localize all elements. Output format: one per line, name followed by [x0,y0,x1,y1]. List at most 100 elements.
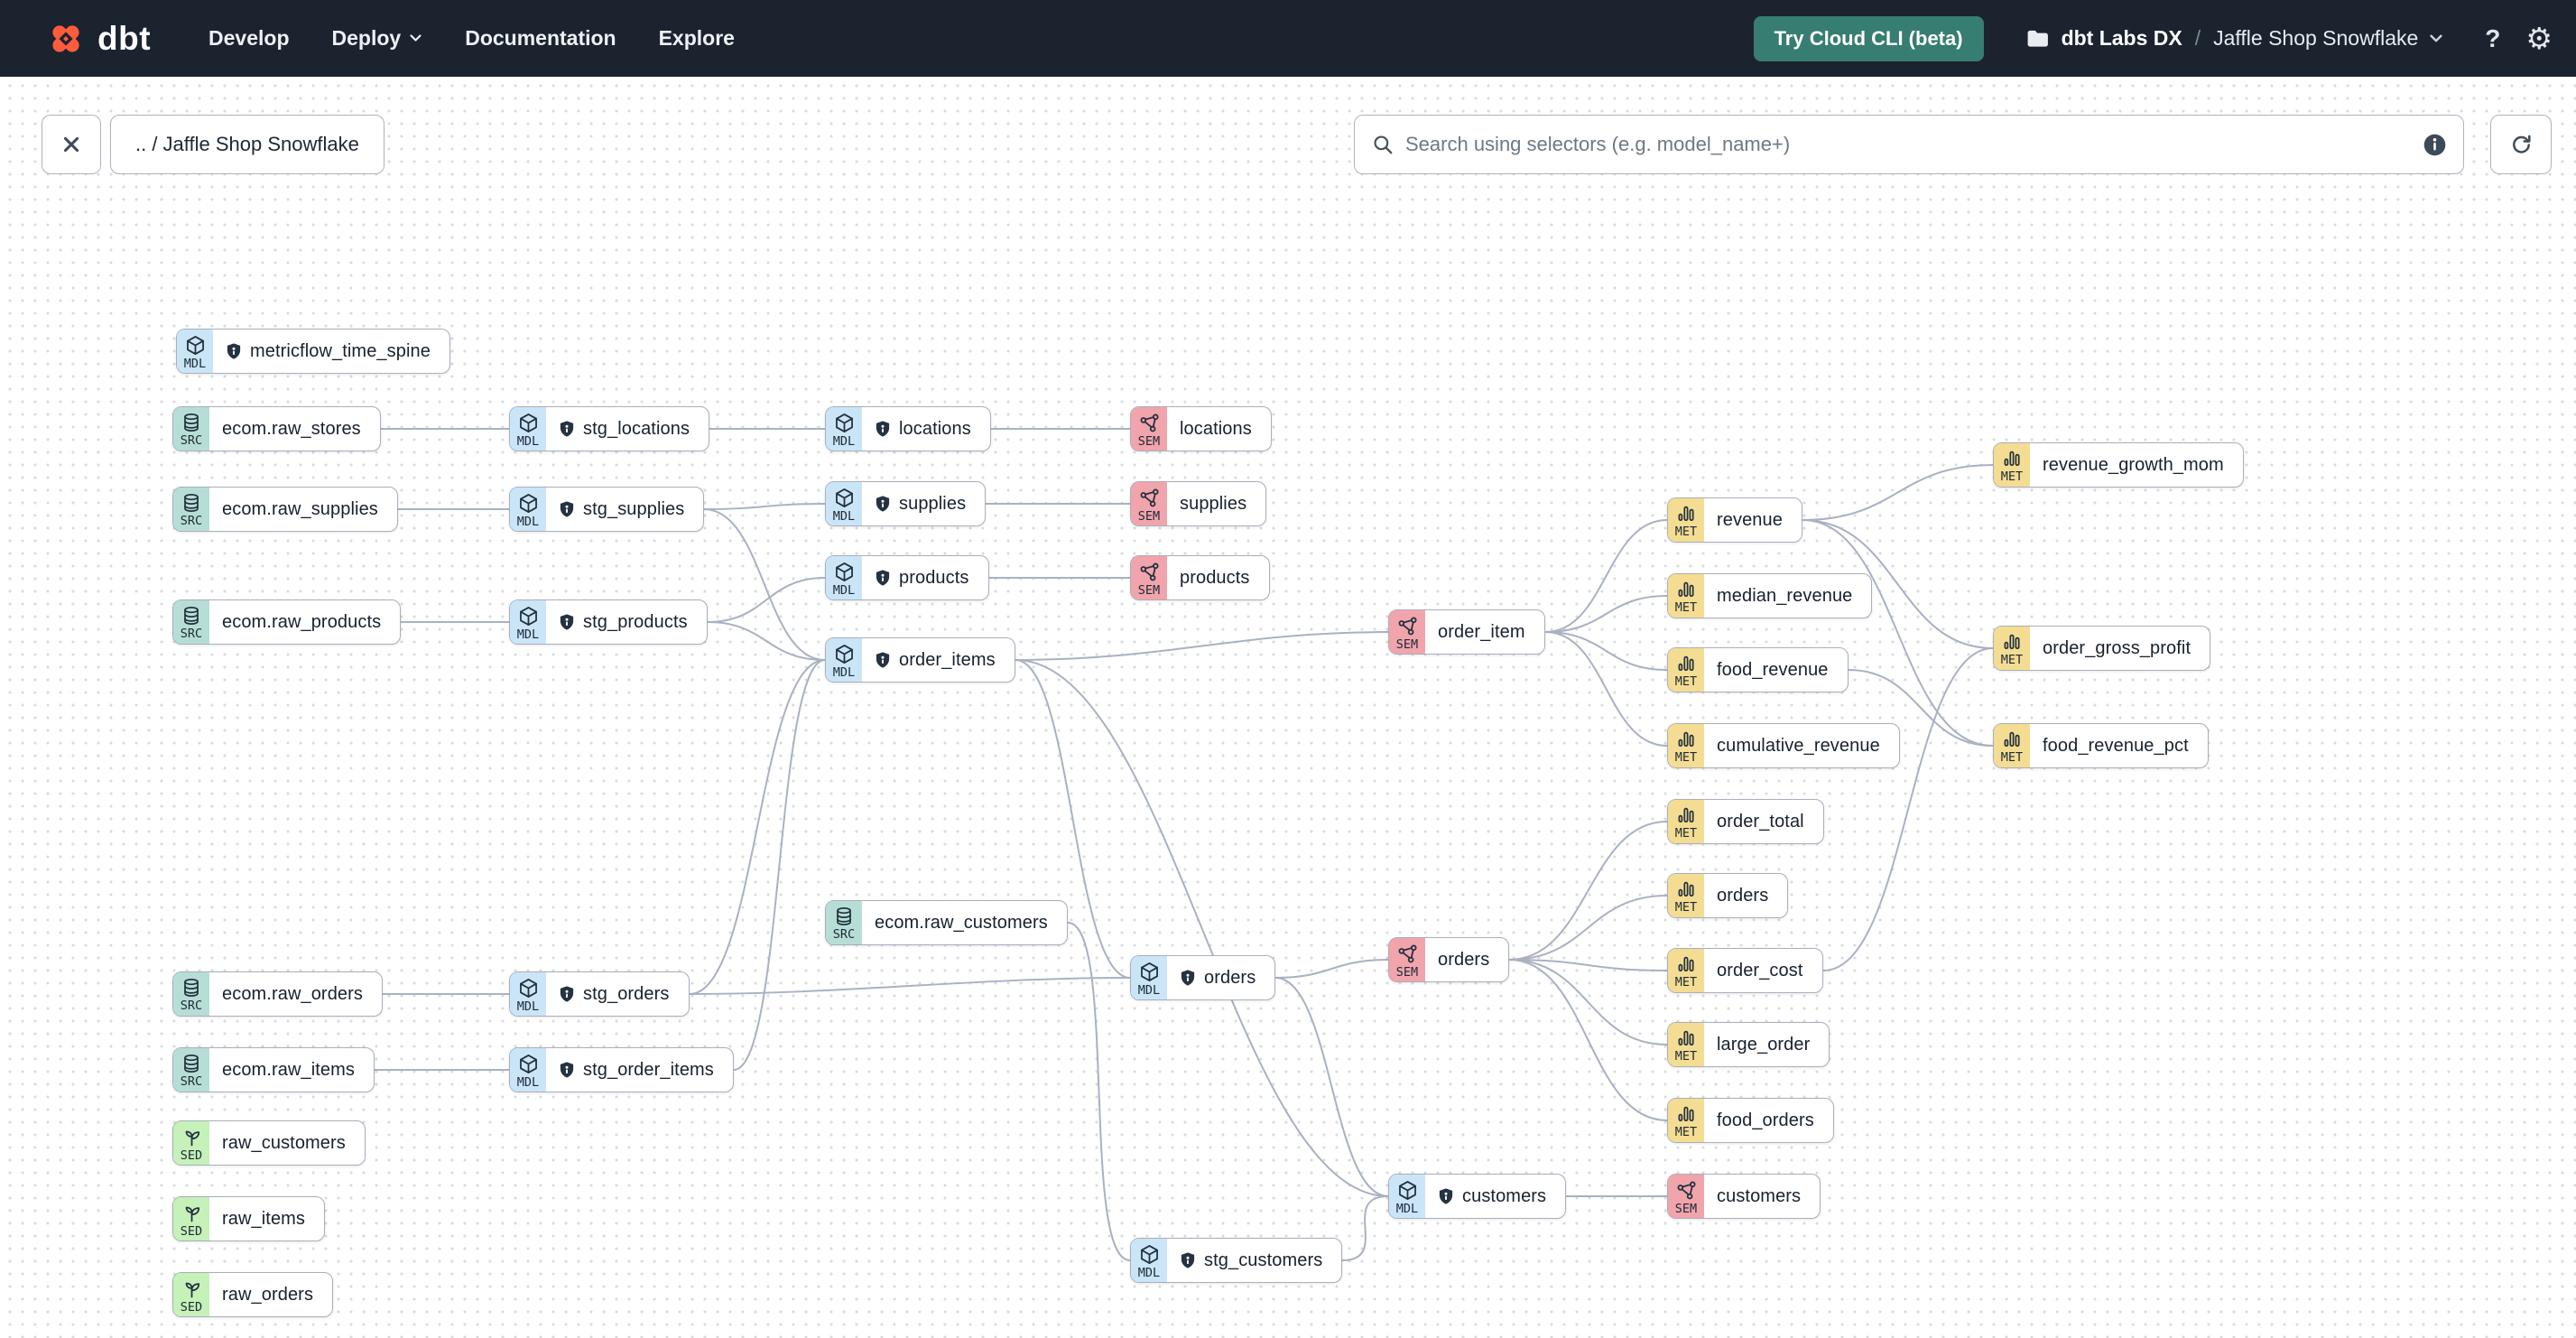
node-type-badge: MET [1668,1023,1704,1066]
search-input[interactable] [1405,133,2412,156]
lineage-node-orders_met[interactable]: MET orders [1667,873,1789,918]
nav-item-explore[interactable]: Explore [658,26,735,50]
lineage-edge-order_items-to-order_item_s [1015,631,1389,661]
node-label: revenue [1717,509,1783,530]
seedling-icon [181,1202,203,1224]
node-body: revenue_growth_mom [2030,443,2243,487]
shield-icon [559,613,575,631]
selector-search[interactable] [1354,115,2464,174]
node-type-badge: SRC [826,901,862,944]
node-body: ecom.raw_items [209,1048,374,1092]
nav-item-deploy[interactable]: Deploy [332,26,423,51]
node-body: order_cost [1704,949,1822,992]
node-body: locations [1167,407,1271,451]
lineage-node-median_revenue[interactable]: MET median_revenue [1667,573,1873,618]
nav-item-documentation[interactable]: Documentation [465,26,616,50]
node-body: order_gross_profit [2030,627,2210,670]
cube-icon [1396,1179,1419,1202]
help-button[interactable]: ? [2485,23,2501,52]
cube-icon [517,977,540,999]
node-label: median_revenue [1717,585,1853,606]
node-body: customers [1704,1175,1820,1218]
lineage-edge-order_item_s-to-median_revenue [1544,595,1668,633]
lineage-node-raw_items_src[interactable]: SRC ecom.raw_items [172,1047,375,1092]
lineage-node-revenue[interactable]: MET revenue [1667,497,1802,543]
bar-chart-icon [1675,1103,1697,1125]
refresh-button[interactable] [2490,115,2552,174]
node-type-code: MET [1674,674,1698,690]
shield-icon [559,985,575,1003]
node-type-badge: MDL [510,972,546,1016]
node-body: orders [1704,874,1787,917]
settings-gear-icon[interactable]: ⚙ [2525,22,2553,55]
close-lineage-button[interactable] [42,115,101,174]
bar-chart-icon [1675,878,1697,900]
database-icon [181,1053,202,1074]
node-type-badge: MDL [510,488,546,531]
try-cloud-cli-button[interactable]: Try Cloud CLI (beta) [1753,15,1984,61]
cube-icon [833,643,856,665]
node-type-badge: MET [1668,574,1704,618]
node-type-code: MET [2000,750,2024,766]
node-label: order_items [899,649,996,670]
node-type-code: SRC [180,1074,203,1090]
node-type-code: MET [1674,900,1698,915]
project-selector[interactable]: dbt Labs DX / Jaffle Shop Snowflake [2025,26,2444,51]
node-type-code: MET [1674,750,1698,766]
node-type-badge: MET [1668,498,1704,542]
lineage-edge-raw_customers_src-to-stg_customers [1067,922,1131,1261]
node-body: ecom.raw_supplies [209,488,397,531]
lineage-edge-revenue-to-food_revenue_pct [1802,519,1994,747]
node-type-badge: SRC [173,1048,209,1092]
node-label: customers [1717,1185,1802,1206]
breadcrumb[interactable]: .. / Jaffle Shop Snowflake [110,115,385,174]
cube-icon [833,561,856,583]
lineage-edge-order_item_s-to-cumulative_revenue [1544,631,1668,747]
shield-icon [1180,1251,1196,1269]
nav-item-develop[interactable]: Develop [208,26,290,50]
node-type-code: SRC [180,627,203,642]
info-icon[interactable] [2423,133,2447,157]
shield-icon [1180,969,1196,987]
lineage-edge-stg_order_items-to-order_items [733,659,826,1071]
dbt-logo[interactable]: dbt [47,20,151,58]
lineage-edge-orders_s-to-orders_met [1508,895,1668,961]
